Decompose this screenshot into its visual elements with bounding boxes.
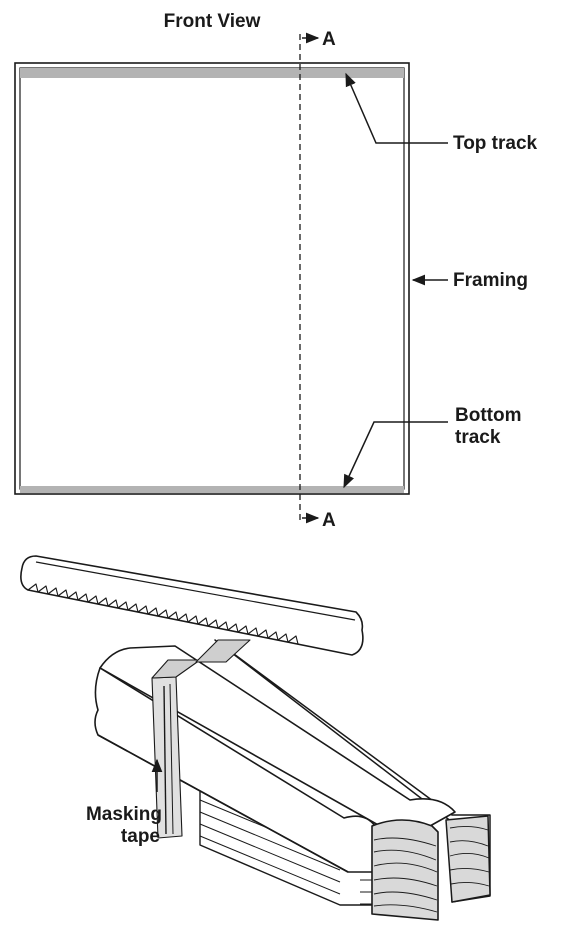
masking-tape	[151, 639, 251, 839]
board-right	[214, 639, 491, 903]
bottom-track-label-line1: Bottom	[455, 405, 521, 426]
bottom-track-leader-icon	[343, 421, 448, 489]
framing-label: Framing	[453, 270, 528, 291]
top-track-leader-icon	[345, 72, 448, 144]
board-main-end-grain	[371, 819, 439, 921]
top-track-label: Top track	[453, 133, 538, 154]
top-track	[20, 68, 404, 78]
framing-outer	[14, 62, 410, 495]
saw-blade-icon	[20, 555, 364, 656]
front-view: Front View A A Top track Framing Bottom …	[14, 11, 538, 531]
board-main	[94, 645, 456, 921]
section-marker-top: A	[322, 29, 336, 50]
bottom-track-label-line2: track	[455, 427, 501, 448]
masking-tape-label-line2: tape	[121, 826, 160, 847]
board-right-end-grain	[445, 815, 491, 903]
framing-inner	[19, 67, 405, 490]
section-marker-bottom: A	[322, 510, 336, 531]
bottom-track	[20, 486, 404, 493]
cutting-illustration	[20, 555, 491, 921]
front-view-title: Front View	[164, 11, 261, 32]
masking-tape-label-line1: Masking	[86, 804, 162, 825]
